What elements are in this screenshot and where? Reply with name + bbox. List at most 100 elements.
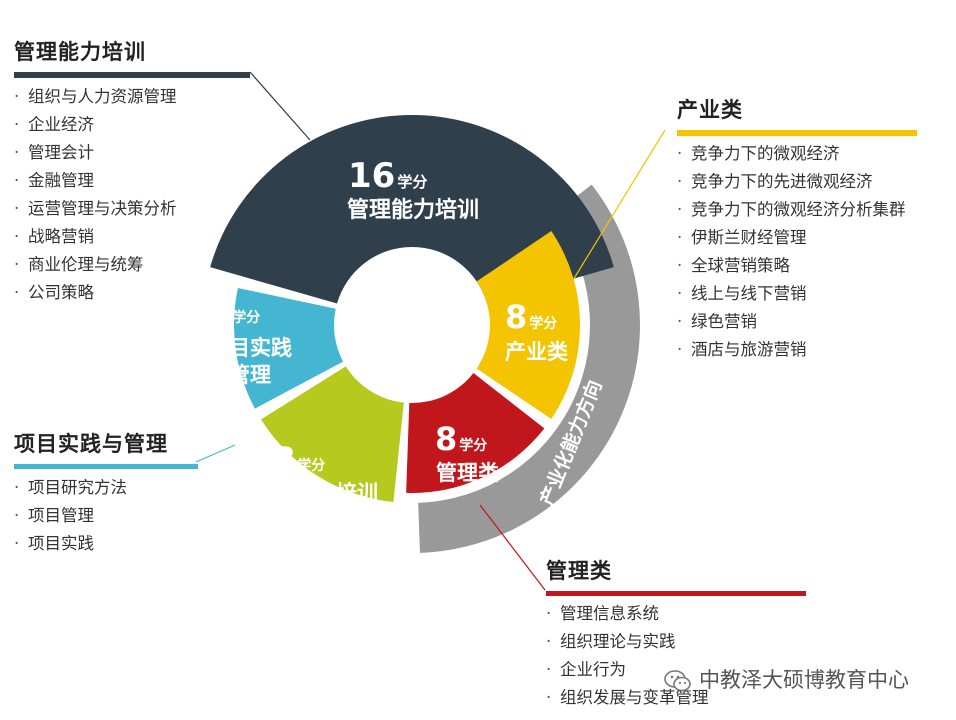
project-name-line2: 与管理 [208,363,271,387]
list-item-text: 线上与线下营销 [691,284,807,303]
industry-block-list: · 竞争力下的微观经济 · 竞争力下的先进微观经济 · 竞争力下的微观经济分析集群 · 伊斯兰… [677,140,949,364]
list-item: ·运营管理与决策分析 [14,195,254,223]
connector-management [249,71,311,141]
management-block-bar [14,72,250,78]
manage-class-block-title: 管理类 [546,559,612,583]
list-item-text: 酒店与旅游营销 [691,340,807,359]
bullet-dot: · [546,632,552,651]
management-name: 管理能力培训 [347,197,479,223]
connector-industry [569,129,666,286]
bullet-dot: · [14,255,20,274]
project-block: 项目实践与管理 · 项目研究方法 · 项目管理 · 项目实践 [14,428,214,558]
list-item-text: 组织理论与实践 [560,632,676,651]
list-item: · 组织与人力资源管理 [14,83,254,111]
list-item: · 商业伦理与统筹 [14,251,254,279]
list-item: · 组织理论与实践 [546,628,816,656]
list-item-text: 组织与人力资源管理 [28,87,177,106]
connector-manage-class [479,504,546,591]
list-item-text: 金融管理 [28,171,94,190]
list-item-text: 项目管理 [28,506,94,525]
list-item-text: 企业行为 [560,660,626,679]
industry-name: 产业类 [505,340,569,364]
segment-industry [476,231,581,419]
list-item: · 管理会计 [14,139,254,167]
bullet-dot: · [14,87,20,106]
list-item: ·战略营销 [14,223,254,251]
bullet-dot: · [546,604,552,623]
list-item-text: 组织发展与变革管理 [560,688,709,707]
project-block-title: 项目实践与管理 [14,432,168,456]
bullet-dot: · [14,199,20,218]
list-item-text: 项目实践 [28,534,94,553]
manage-class-name: 管理类 [436,461,500,485]
bullet-dot: · [14,534,20,553]
bullet-dot: · [14,143,20,162]
wechat-icon [664,670,691,692]
list-item: · 竞争力下的微观经济 [677,140,949,168]
list-item-text: 竞争力下的先进微观经济 [691,172,873,191]
list-item: · 金融管理 [14,167,254,195]
bullet-dot: · [546,660,552,679]
industry-block-bar [677,130,917,136]
list-item-text: 全球营销策略 [691,256,790,275]
project-name-line1: 项目实践 [208,336,292,360]
list-item-text: 绿色营销 [691,312,757,331]
bullet-dot: · [14,171,20,190]
list-item-text: 公司策略 [28,283,94,302]
manage-class-block-list: · 管理信息系统 · 组织理论与实践 · 企业行为 · 组织发展与变革管理 [546,600,816,712]
list-item: · 伊斯兰财经管理 [677,224,949,252]
bullet-dot: · [14,283,20,302]
bullet-dot: · [677,200,683,219]
outer-ring-segment [418,184,640,553]
list-item: · 全球营销策略 [677,252,949,280]
management-block: 管理能力培训 ·组织与人力资源管理·企业经济·管理会计·金融管理·运营管理与决策… [14,36,254,307]
bullet-dot: · [677,284,683,303]
bullet-dot: · [677,144,683,163]
list-item: · 项目管理 [14,502,214,530]
bullet-dot: · [14,506,20,525]
connector-project [195,444,236,463]
list-item: · 管理信息系统 [546,600,816,628]
list-item: · 竞争力下的先进微观经济 [677,168,949,196]
list-item-text: 伊斯兰财经管理 [691,228,807,247]
list-item-text: 项目研究方法 [28,478,127,497]
segment-leadership [261,366,404,503]
leadership-name: 领导力培训 [273,481,378,505]
bullet-dot: · [677,256,683,275]
manage-class-block: 管理类 · 管理信息系统 · 组织理论与实践 · 企业行为 · 组织发展与变革管理 [546,555,816,712]
list-item: · 项目研究方法 [14,474,214,502]
list-item-text: 管理会计 [28,143,94,162]
list-item: · 线上与线下营销 [677,280,949,308]
list-item: · 公司策略 [14,279,254,307]
project-block-list: · 项目研究方法 · 项目管理 · 项目实践 [14,474,214,558]
bullet-dot: · [677,312,683,331]
industry-block: 产业类 ·竞争力下的微观经济·竞争力下的先进微观经济·竞争力下的微观经济分析集群… [677,94,949,364]
watermark-text: 中教泽大硕博教育中心 [699,668,909,692]
list-item-text: 管理信息系统 [560,604,659,623]
manage-class-block-bar [546,591,806,596]
list-item: · 组织发展与变革管理 [546,684,816,712]
bullet-dot: · [546,688,552,707]
segment-project [233,287,344,409]
project-block-bar [14,464,198,469]
management-block-title: 管理能力培训 [14,40,146,64]
bullet-dot: · [677,228,683,247]
list-item: · 企业行为 [546,656,816,684]
segment-manage-class [406,373,545,493]
list-item-text: 竞争力下的微观经济分析集群 [691,200,906,219]
bullet-dot: · [14,227,20,246]
list-item-text: 竞争力下的微观经济 [691,144,840,163]
segment-management [210,115,614,304]
bullet-dot: · [14,478,20,497]
list-item: ·酒店与旅游营销 [677,336,949,364]
list-item-text: 商业伦理与统筹 [28,255,144,274]
list-item: · 竞争力下的微观经济分析集群 [677,196,949,224]
bullet-dot: · [677,172,683,191]
list-item: · 绿色营销 [677,308,949,336]
